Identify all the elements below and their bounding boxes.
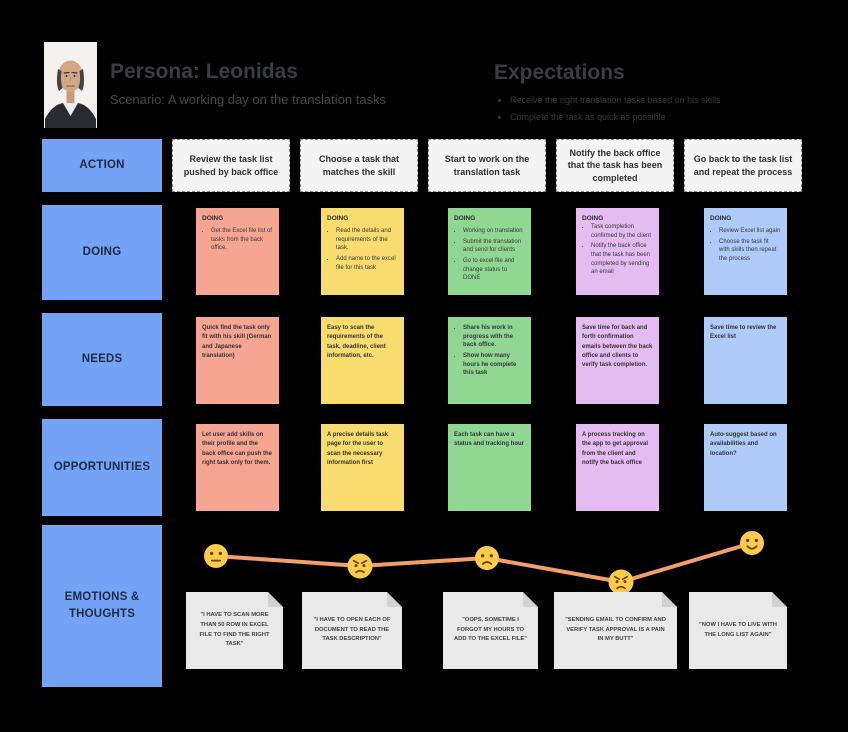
sticky-opportunity-3[interactable]: Each task can have a status and tracking… (448, 424, 531, 511)
emotion-angry-icon[interactable] (608, 569, 634, 595)
sticky-needs-4[interactable]: Save time for back and forth confirmatio… (576, 317, 659, 404)
sticky-bullet: Show how many hours he complete this tas… (463, 352, 525, 378)
sticky-doing-1[interactable]: DOING Get the Excel file list of tasks f… (196, 208, 279, 295)
persona-title: Persona: Leonidas (110, 60, 298, 83)
sticky-text: Each task can have a status and tracking… (454, 432, 525, 448)
row-label-opportunities[interactable]: OPPORTUNITIES (42, 419, 162, 516)
sticky-bullet: Go to excel file and change status to DO… (463, 257, 525, 283)
action-card-3[interactable]: Start to work on the translation task (428, 139, 546, 192)
emotion-angry-icon[interactable] (347, 553, 373, 579)
sticky-text: Save time to review the Excel list (710, 325, 777, 341)
emotion-neutral-icon[interactable] (204, 544, 228, 568)
sticky-bullet: Review Excel list again (719, 227, 781, 236)
sticky-needs-5[interactable]: Save time to review the Excel list (704, 317, 787, 404)
sticky-text: Easy to scan the requirements of the tas… (327, 325, 386, 359)
persona-photo (44, 42, 97, 128)
sticky-bullet: Get the Excel file list of tasks from th… (211, 227, 273, 253)
expectations-list: Receive the right translation tasks base… (494, 92, 721, 126)
sticky-needs-2[interactable]: Easy to scan the requirements of the tas… (321, 317, 404, 404)
sticky-bullet: Notify the back office that the task has… (591, 242, 653, 277)
sticky-bullet: Add name to the excel file for this task (336, 255, 398, 272)
thought-note-5[interactable]: "NOW I HAVE TO LIVE WITH THE LONG LIST A… (689, 592, 787, 669)
sticky-bullet: Working on translation (463, 227, 525, 236)
sticky-needs-1[interactable]: Quick find the task only fit with his sk… (196, 317, 279, 404)
persona-scenario: Scenario: A working day on the translati… (110, 92, 387, 107)
action-card-5[interactable]: Go back to the task list and repeat the … (684, 139, 802, 192)
expectation-item: Receive the right translation tasks base… (510, 92, 721, 109)
sticky-text: Auto-suggest based on availabilities and… (710, 432, 777, 457)
sticky-text: A precise details task page for the user… (327, 432, 389, 466)
sticky-text: Save time for back and forth confirmatio… (582, 325, 653, 369)
thought-note-4[interactable]: "SENDING EMAIL TO CONFIRM AND VERIFY TAS… (554, 592, 677, 669)
sticky-bullet: Share his work in progress with the back… (463, 324, 525, 350)
sticky-bullet: Read the details and requirements of the… (336, 227, 398, 253)
row-label-needs[interactable]: NEEDS (42, 313, 162, 406)
sticky-doing-5[interactable]: DOING Review Excel list again Choose the… (704, 208, 787, 295)
row-label-action[interactable]: ACTION (42, 139, 162, 192)
emotion-disappointed-icon[interactable] (475, 546, 499, 570)
sticky-heading: DOING (202, 215, 224, 222)
expectations-title: Expectations (494, 61, 625, 84)
sticky-needs-3[interactable]: Share his work in progress with the back… (448, 317, 531, 404)
person-portrait-illustration (44, 42, 97, 128)
sticky-heading: DOING (710, 215, 732, 222)
thought-note-3[interactable]: "OOPS, SOMETIME I FORGOT MY HOURS TO ADD… (443, 592, 538, 669)
sticky-text: A process tracking on the app to get app… (582, 432, 649, 466)
sticky-opportunity-4[interactable]: A process tracking on the app to get app… (576, 424, 659, 511)
sticky-doing-4[interactable]: DOING Task completion confirmed by the c… (576, 208, 659, 295)
sticky-opportunity-2[interactable]: A precise details task page for the user… (321, 424, 404, 511)
sticky-heading: DOING (454, 215, 476, 222)
thought-note-1[interactable]: "I HAVE TO SCAN MORE THAN 50 ROW IN EXCE… (186, 592, 283, 669)
action-card-4[interactable]: Notify the back office that the task has… (556, 139, 674, 192)
expectation-item: Complete the task as quick as possible (510, 109, 721, 126)
emotion-happy-icon[interactable] (740, 531, 764, 555)
action-card-2[interactable]: Choose a task that matches the skill (300, 139, 418, 192)
sticky-bullet: Task completion confirmed by the client (591, 223, 653, 240)
sticky-text: Quick find the task only fit with his sk… (202, 325, 272, 359)
sticky-bullet: Choose the task fit with skills then rep… (719, 238, 781, 264)
sticky-doing-2[interactable]: DOING Read the details and requirements … (321, 208, 404, 295)
row-label-emotions[interactable]: EMOTIONS & THOUGHTS (42, 525, 162, 687)
thought-note-2[interactable]: "I HAVE TO OPEN EACH OF DOCUMENT TO READ… (302, 592, 402, 669)
sticky-heading: DOING (327, 215, 349, 222)
sticky-opportunity-5[interactable]: Auto-suggest based on availabilities and… (704, 424, 787, 511)
sticky-doing-3[interactable]: DOING Working on translation Submit the … (448, 208, 531, 295)
row-label-doing[interactable]: DOING (42, 205, 162, 300)
sticky-text: Let user add skills on their profile and… (202, 432, 273, 466)
action-card-1[interactable]: Review the task list pushed by back offi… (172, 139, 290, 192)
sticky-bullet: Submit the translation and send for clie… (463, 238, 525, 255)
sticky-heading: DOING (582, 215, 604, 222)
sticky-opportunity-1[interactable]: Let user add skills on their profile and… (196, 424, 279, 511)
